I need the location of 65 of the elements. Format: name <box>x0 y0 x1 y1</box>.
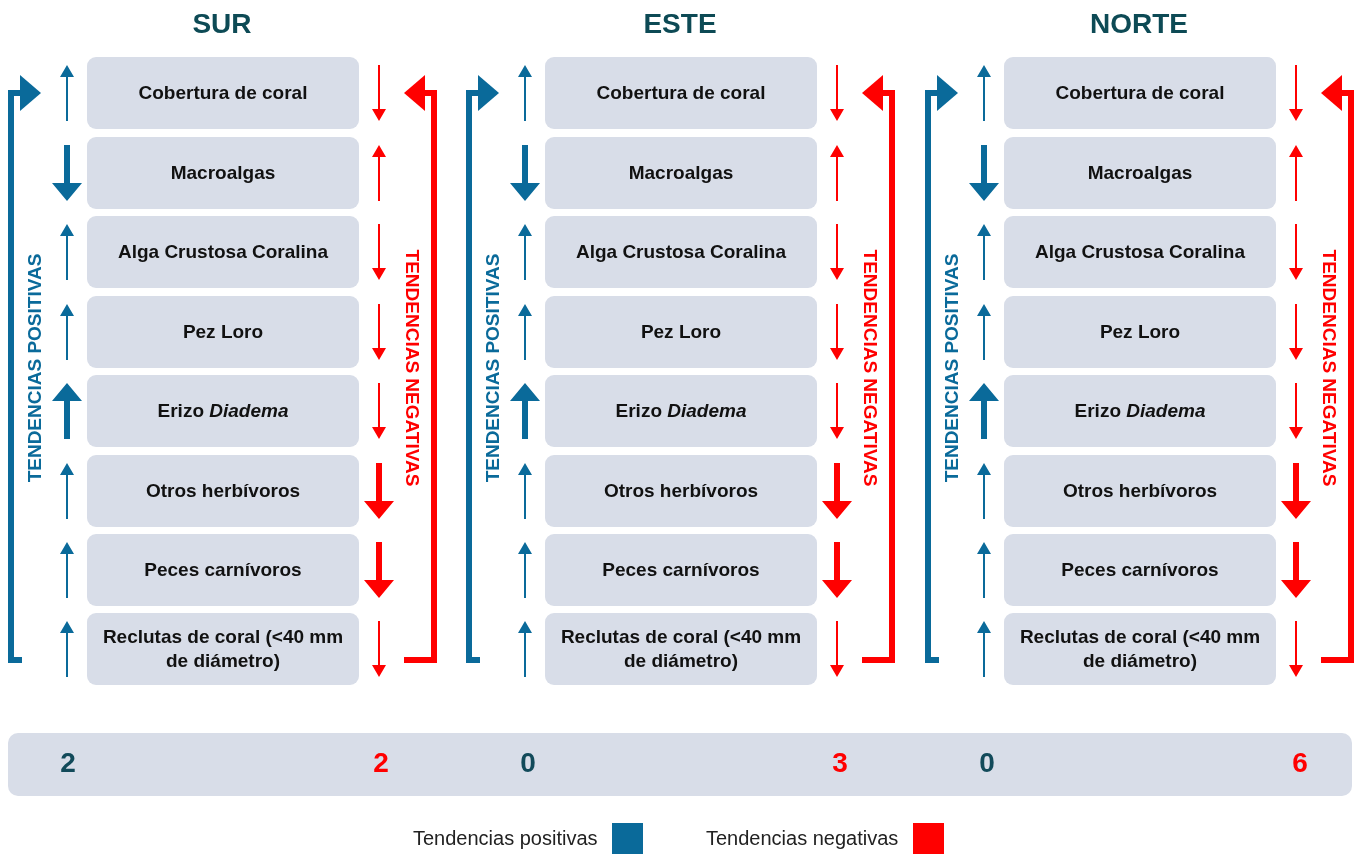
category-label: Otros herbívoros <box>1062 479 1218 503</box>
category-label: Pez Loro <box>182 320 264 344</box>
region-title: SUR <box>192 8 252 40</box>
trend-axis-label: TENDENCIAS POSITIVAS <box>481 253 504 483</box>
count-number: 0 <box>520 747 536 779</box>
category-box <box>87 137 359 209</box>
category-label: Pez Loro <box>640 320 722 344</box>
category-box <box>545 296 817 368</box>
category-box <box>87 455 359 527</box>
category-box <box>1004 613 1276 685</box>
category-box <box>1004 216 1276 288</box>
count-number: 2 <box>60 747 76 779</box>
category-box <box>545 137 817 209</box>
category-box <box>545 534 817 606</box>
category-box <box>1004 137 1276 209</box>
category-box <box>545 455 817 527</box>
count-number: 2 <box>373 747 389 779</box>
category-box <box>1004 534 1276 606</box>
category-box <box>87 534 359 606</box>
category-label: Macroalgas <box>170 161 276 185</box>
category-box <box>87 296 359 368</box>
category-label: Peces carnívoros <box>1061 558 1219 582</box>
category-box <box>545 613 817 685</box>
category-box <box>1004 375 1276 447</box>
category-label: Alga Crustosa Coralina <box>1034 240 1246 264</box>
category-box <box>87 216 359 288</box>
category-label: Macroalgas <box>628 161 734 185</box>
category-label: Otros herbívoros <box>603 479 759 503</box>
category-label: Erizo Diadema <box>157 399 289 423</box>
count-number: 6 <box>1292 747 1308 779</box>
category-box <box>545 216 817 288</box>
category-label: Cobertura de coral <box>596 81 766 105</box>
category-label: Reclutas de coral (<40 mm de diámetro) <box>559 625 803 673</box>
category-label: Erizo Diadema <box>1074 399 1206 423</box>
region-title: NORTE <box>1090 8 1188 40</box>
category-label: Macroalgas <box>1087 161 1193 185</box>
trend-axis-label: TENDENCIAS NEGATIVAS <box>858 249 881 487</box>
category-box <box>87 57 359 129</box>
category-label: Peces carnívoros <box>602 558 760 582</box>
category-label: Erizo Diadema <box>615 399 747 423</box>
category-label: Peces carnívoros <box>144 558 302 582</box>
category-box <box>87 375 359 447</box>
trend-axis-label: TENDENCIAS POSITIVAS <box>23 253 46 483</box>
category-label: Reclutas de coral (<40 mm de diámetro) <box>101 625 345 673</box>
category-label: Alga Crustosa Coralina <box>575 240 787 264</box>
category-label: Cobertura de coral <box>1055 81 1225 105</box>
category-box <box>87 613 359 685</box>
category-label: Cobertura de coral <box>138 81 308 105</box>
trend-axis-label: TENDENCIAS NEGATIVAS <box>1317 249 1340 487</box>
region-title: ESTE <box>643 8 717 40</box>
category-label: Reclutas de coral (<40 mm de diámetro) <box>1018 625 1262 673</box>
category-box <box>1004 296 1276 368</box>
category-label: Otros herbívoros <box>145 479 301 503</box>
category-box <box>1004 57 1276 129</box>
trend-axis-label: TENDENCIAS POSITIVAS <box>940 253 963 483</box>
category-label: Pez Loro <box>1099 320 1181 344</box>
category-label: Alga Crustosa Coralina <box>117 240 329 264</box>
trend-axis-label: TENDENCIAS NEGATIVAS <box>400 249 423 487</box>
legend-label: Tendencias negativas <box>706 827 899 850</box>
count-number: 0 <box>979 747 995 779</box>
category-box <box>545 57 817 129</box>
legend-label: Tendencias positivas <box>413 827 598 850</box>
category-box <box>545 375 817 447</box>
category-box <box>1004 455 1276 527</box>
count-number: 3 <box>832 747 848 779</box>
